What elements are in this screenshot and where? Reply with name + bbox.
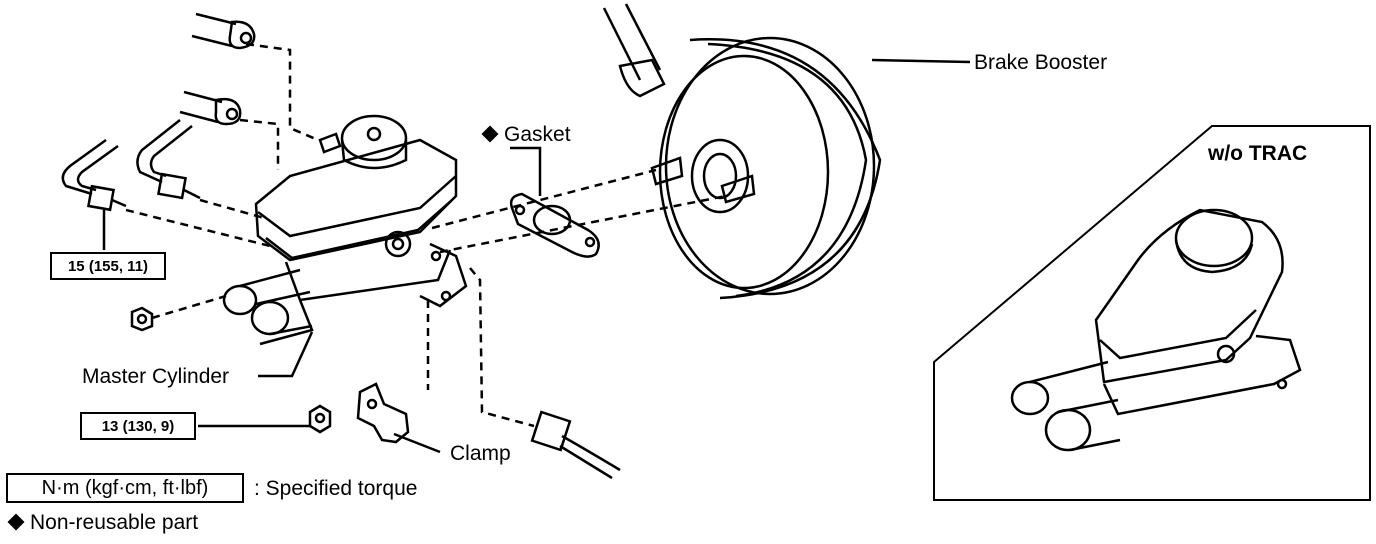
brake-pipe-left [61, 138, 271, 248]
brake-pipe-right [136, 119, 265, 220]
clamp-label: Clamp [450, 442, 511, 465]
brake-line-lower [179, 90, 280, 170]
brake-booster [602, 3, 971, 300]
torque-desc-text: : Specified torque [254, 477, 418, 500]
torque-callout-lower: 13 (130, 9) [80, 412, 196, 440]
brake-booster-label: Brake Booster [974, 51, 1108, 74]
torque-unit-box: N·m (kgf·cm, ft·lbf) [6, 473, 244, 503]
nonreusable-diamond-icon [481, 125, 499, 143]
clamp [356, 300, 441, 454]
gasket-leader [510, 146, 542, 196]
inset-title: w/o TRAC [1208, 142, 1308, 165]
brake-line-upper [191, 12, 319, 142]
sensor-connector [469, 267, 621, 480]
torque-callout-upper: 15 (155, 11) [50, 252, 166, 280]
nonreusable-legend: Non-reusable part [7, 511, 199, 534]
master-cylinder-label: Master Cylinder [82, 365, 230, 388]
master-cylinder [222, 114, 468, 346]
nonreusable-legend-icon [7, 513, 25, 531]
gasket-text: Gasket [504, 123, 571, 146]
gasket [431, 168, 727, 258]
inset-panel [933, 125, 1371, 501]
nut-bottom [308, 404, 332, 434]
nonreusable-text: Non-reusable part [30, 511, 199, 534]
gasket-label: Gasket [481, 123, 571, 146]
master-cylinder-leader [258, 331, 314, 378]
nut-left [130, 294, 227, 332]
